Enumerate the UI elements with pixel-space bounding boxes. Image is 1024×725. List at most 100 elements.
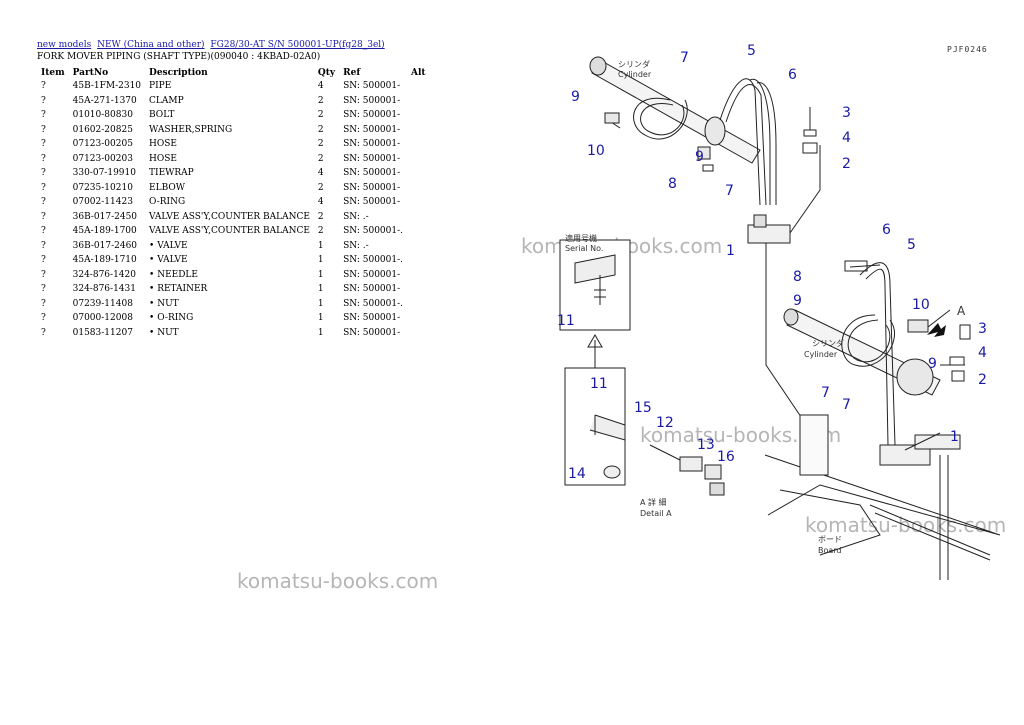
callout-7: 7: [842, 397, 851, 413]
table-row: ? 07123-00203 HOSE 2 SN: 500001-: [37, 152, 430, 167]
cell-description: • VALVE: [149, 240, 188, 251]
callout-3: 3: [978, 321, 987, 337]
callout-5: 5: [747, 43, 756, 59]
cell-description: BOLT: [149, 110, 175, 121]
callout-1: 1: [726, 243, 735, 259]
callout-6: 6: [882, 222, 891, 238]
cell-alt: [407, 123, 430, 138]
cell-item: ?: [41, 168, 46, 179]
cell-alt: [407, 108, 430, 123]
cell-alt: [407, 282, 430, 297]
cell-partno: 45B-1FM-2310: [72, 81, 142, 92]
cell-ref: SN: 500001-.: [343, 298, 404, 309]
label-serial-jp: 適用号機: [565, 233, 597, 243]
cell-ref: SN: 500001-: [343, 284, 401, 295]
cell-ref: SN: 500001-: [343, 139, 401, 150]
cell-qty: 1: [317, 298, 324, 309]
cell-alt: [407, 326, 430, 341]
header-item: Item: [41, 67, 65, 78]
cell-ref: SN: 500001-: [343, 153, 401, 164]
cell-description: • O-RING: [149, 313, 194, 324]
cell-alt: [407, 210, 430, 225]
diagram-callouts: 7 5 6 9 3 4 10 9 2 8 7 1 6 5 8 9 10 3 9 …: [557, 43, 987, 482]
callout-8: 8: [668, 176, 677, 192]
cell-qty: 2: [317, 182, 324, 193]
cell-description: CLAMP: [149, 95, 184, 106]
cell-qty: 4: [317, 81, 324, 92]
cell-ref: SN: 500001-: [343, 182, 401, 193]
cell-alt: [407, 79, 430, 94]
cell-item: ?: [41, 153, 46, 164]
cell-partno: 01602-20825: [72, 124, 133, 135]
cell-alt: [407, 253, 430, 268]
cell-description: VALVE ASS'Y,COUNTER BALANCE: [149, 211, 310, 222]
cell-description: HOSE: [149, 153, 177, 164]
cell-partno: 36B-017-2450: [72, 211, 138, 222]
cell-item: ?: [41, 110, 46, 121]
callout-11: 11: [590, 376, 608, 392]
cell-qty: 2: [317, 153, 324, 164]
cell-alt: [407, 94, 430, 109]
callout-11: 11: [557, 313, 575, 329]
cell-item: ?: [41, 240, 46, 251]
cell-item: ?: [41, 95, 46, 106]
cell-item: ?: [41, 327, 46, 338]
cell-ref: SN: 500001-: [343, 81, 401, 92]
cell-partno: 01583-11207: [72, 327, 133, 338]
cell-qty: 2: [317, 110, 324, 121]
label-cylinder-jp: シリンダ: [812, 338, 844, 348]
cell-qty: 1: [317, 269, 324, 280]
cell-description: TIEWRAP: [149, 168, 194, 179]
header-description: Description: [149, 67, 208, 78]
cell-item: ?: [41, 139, 46, 150]
callout-16: 16: [717, 449, 735, 465]
cell-qty: 1: [317, 255, 324, 266]
breadcrumb-link-model[interactable]: FG28/30-AT S/N 500001-UP(fg28_3el): [210, 40, 385, 50]
cell-alt: [407, 297, 430, 312]
breadcrumb-link-new-models[interactable]: new models: [37, 40, 92, 50]
cell-description: • NEEDLE: [149, 269, 198, 280]
cell-description: • RETAINER: [149, 284, 208, 295]
piping-diagram: 7 5 6 9 3 4 10 9 2 8 7 1 6 5 8 9 10 3 9 …: [557, 43, 1000, 580]
watermark-text: komatsu-books.com: [237, 569, 439, 593]
label-board: Board: [818, 546, 842, 555]
cell-partno: 324-876-1431: [72, 284, 136, 295]
cell-partno: 07123-00203: [72, 153, 133, 164]
cell-ref: SN: 500001-: [343, 197, 401, 208]
cell-partno: 07235-10210: [72, 182, 133, 193]
cell-description: WASHER,SPRING: [149, 124, 233, 135]
breadcrumb: new models NEW (China and other) FG28/30…: [37, 40, 388, 50]
cell-item: ?: [41, 313, 46, 324]
cell-alt: [407, 239, 430, 254]
cell-description: • VALVE: [149, 255, 188, 266]
callout-13: 13: [697, 437, 715, 453]
cell-partno: 07002-11423: [72, 197, 133, 208]
cell-alt: [407, 311, 430, 326]
cell-qty: 2: [317, 95, 324, 106]
cell-partno: 324-876-1420: [72, 269, 136, 280]
cell-partno: 330-07-19910: [72, 168, 136, 179]
callout-10: 10: [912, 297, 930, 313]
header-partno: PartNo: [72, 67, 109, 78]
label-board-jp: ボード: [818, 535, 842, 544]
cell-qty: 2: [317, 124, 324, 135]
cell-qty: 1: [317, 284, 324, 295]
breadcrumb-link-region[interactable]: NEW (China and other): [97, 40, 205, 50]
callout-7: 7: [680, 50, 689, 66]
cell-ref: SN: 500001-: [343, 313, 401, 324]
cell-partno: 07000-12008: [72, 313, 133, 324]
callout-5: 5: [907, 237, 916, 253]
cell-description: VALVE ASS'Y,COUNTER BALANCE: [149, 226, 310, 237]
cell-ref: SN: 500001-: [343, 110, 401, 121]
